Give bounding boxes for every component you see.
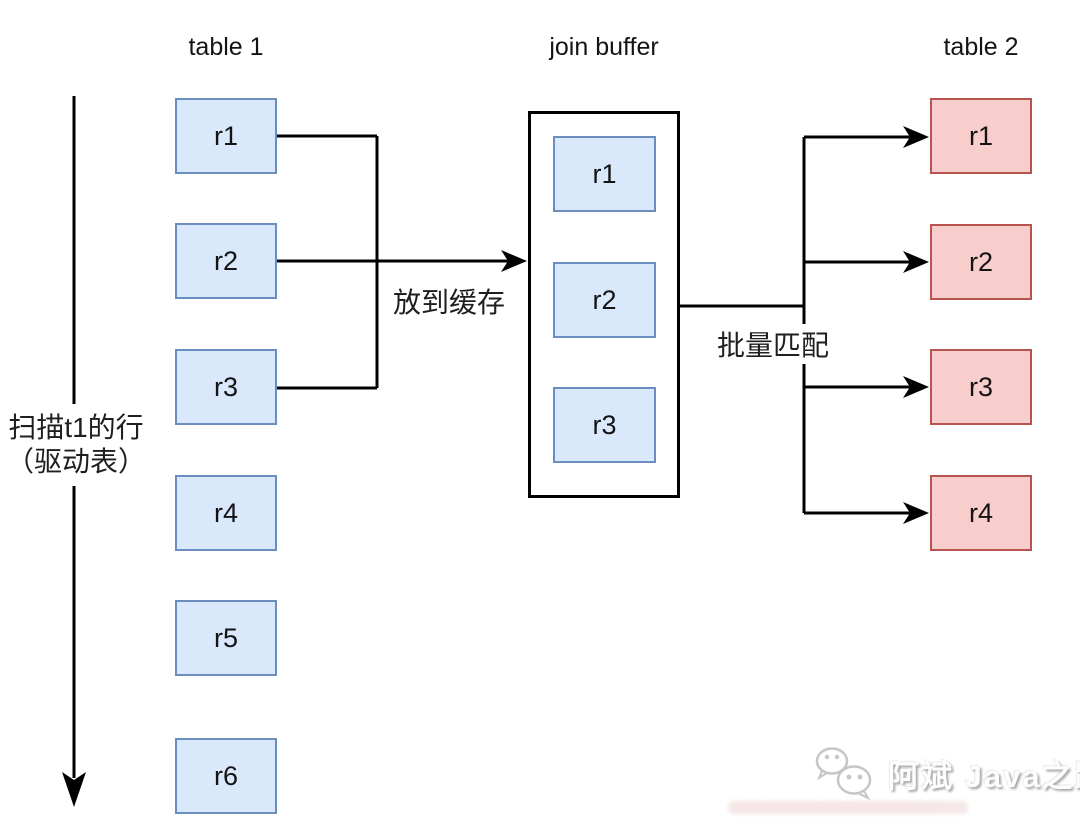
table2-box-r1: r1 — [930, 98, 1032, 174]
table2-title: table 2 — [943, 33, 1019, 61]
join-buffer-box-r2: r2 — [553, 262, 656, 338]
watermark: 阿斌 Java之路 — [812, 744, 1080, 802]
wechat-icon — [815, 747, 872, 801]
table2-box-r3: r3 — [930, 349, 1032, 425]
batch-match-label: 批量匹配 — [714, 324, 833, 364]
scan-rows-label: 扫描t1的行 （驱动表） — [0, 411, 152, 479]
watermark-text: 阿斌 Java之路 — [888, 758, 1080, 794]
scan-rows-label-line2: （驱动表） — [5, 446, 146, 477]
table2-box-r4: r4 — [930, 475, 1032, 551]
table1-box-r1: r1 — [175, 98, 277, 174]
table1-box-r3: r3 — [175, 349, 277, 425]
blurred-url-watermark — [728, 801, 968, 814]
table2-box-r2: r2 — [930, 224, 1032, 300]
scan-rows-label-line1: 扫描t1的行 — [8, 412, 144, 443]
table1-box-r2: r2 — [175, 223, 277, 299]
join-buffer-title: join buffer — [549, 33, 659, 61]
join-buffer-box-r1: r1 — [553, 136, 656, 212]
table1-to-buffer-connector — [277, 134, 527, 390]
table1-box-r5: r5 — [175, 600, 277, 676]
table1-title: table 1 — [188, 33, 264, 61]
put-into-buffer-label: 放到缓存 — [393, 287, 506, 318]
table1-box-r6: r6 — [175, 738, 277, 814]
table1-box-r4: r4 — [175, 475, 277, 551]
join-buffer-box-r3: r3 — [553, 387, 656, 463]
